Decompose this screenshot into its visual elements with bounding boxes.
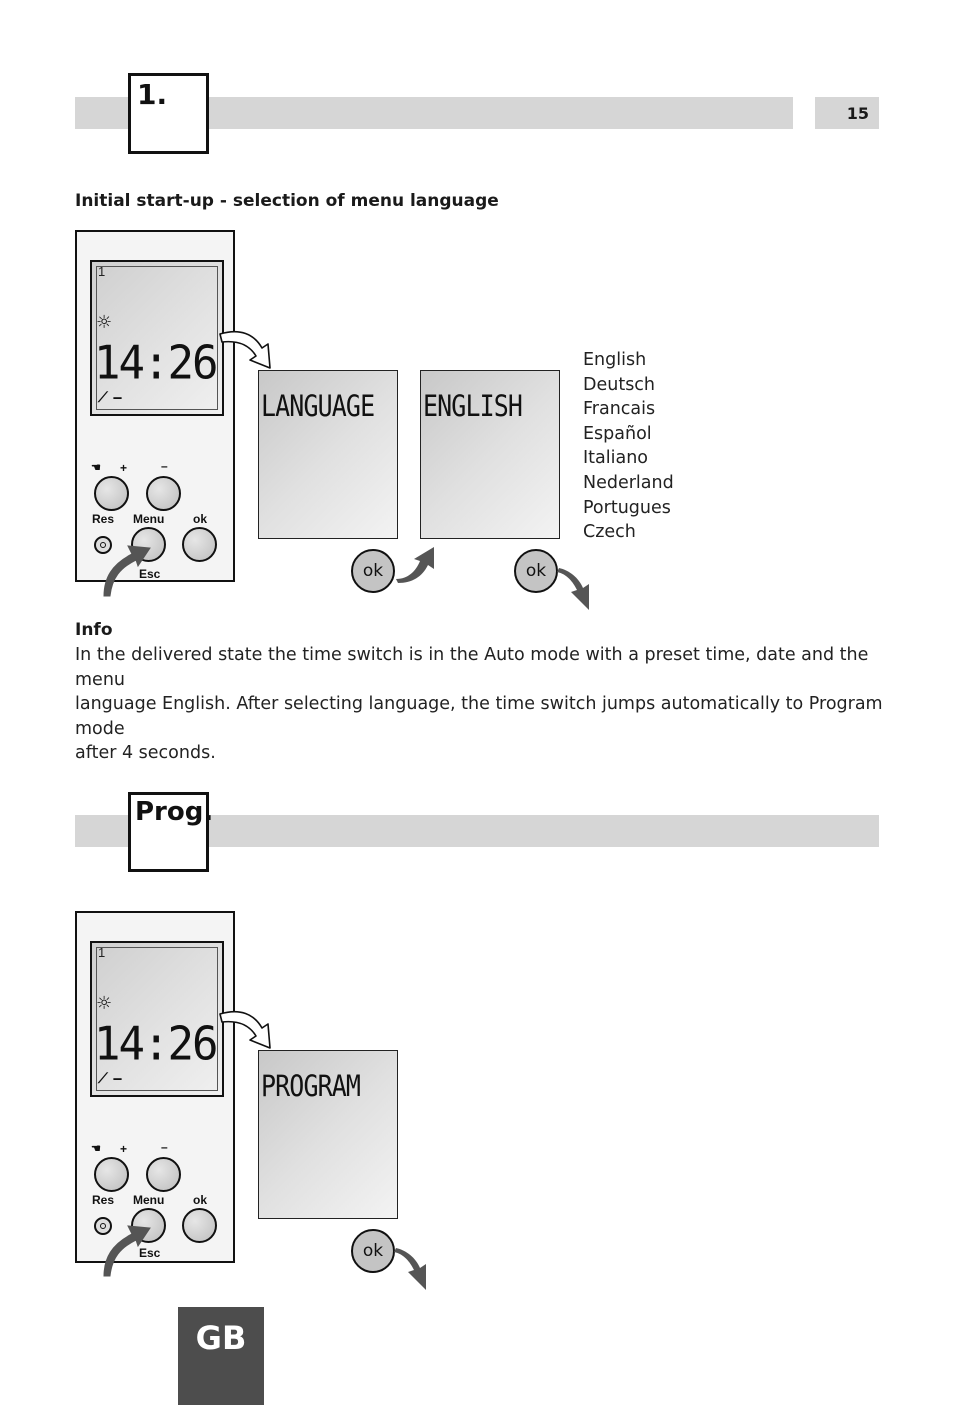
- esc-label: Esc: [139, 567, 161, 581]
- section-2-header-bar: [75, 815, 879, 847]
- menu-label: Menu: [133, 512, 165, 526]
- sun-icon: ☼: [96, 993, 113, 1014]
- language-item: Deutsch: [583, 374, 656, 395]
- language-item: English: [583, 350, 647, 370]
- ok-button-1[interactable]: ok: [351, 549, 395, 593]
- info-heading: Info: [75, 620, 113, 640]
- prog-label: Prog.: [135, 797, 214, 827]
- outline-arrow-icon: [219, 330, 271, 369]
- language-screen-text: LANGUAGE: [261, 389, 375, 423]
- ok-label: ok: [193, 1193, 208, 1207]
- minus-button[interactable]: [146, 476, 181, 511]
- channel-indicator: 1: [98, 264, 106, 279]
- language-item: Francais: [583, 399, 656, 420]
- menu-label: Menu: [133, 1193, 165, 1207]
- press-arrow-icon: [103, 545, 151, 597]
- reset-button[interactable]: [94, 536, 112, 554]
- info-line: language English. After selecting langua…: [75, 694, 883, 739]
- ok-button[interactable]: [182, 527, 217, 562]
- outline-arrow-icon: [219, 1010, 271, 1049]
- language-item: Portugues: [583, 497, 671, 518]
- step-number-box: 1.: [128, 73, 209, 154]
- menu-button[interactable]: [131, 1208, 166, 1243]
- plus-button[interactable]: [94, 1157, 129, 1192]
- device-display: 1 ☼ 14:26 ⟋ ‒: [90, 941, 224, 1097]
- info-line: after 4 seconds.: [75, 743, 216, 763]
- step-number: 1.: [137, 78, 168, 111]
- section-1-heading: Initial start-up - selection of menu lan…: [75, 191, 499, 211]
- press-arrow-icon: [103, 1225, 151, 1277]
- page-number: 15: [815, 97, 879, 129]
- ok-button-3[interactable]: ok: [351, 1229, 395, 1273]
- language-item: Nederland: [583, 472, 674, 493]
- language-screen: LANGUAGE: [258, 370, 398, 539]
- info-text: In the delivered state the time switch i…: [75, 643, 895, 766]
- language-tab: GB: [178, 1307, 264, 1405]
- hand-icon: ☚: [91, 462, 101, 474]
- relay-switch-icon: ⟋ ‒: [98, 390, 123, 406]
- curved-arrow-down-icon: [557, 568, 589, 610]
- reset-button[interactable]: [94, 1217, 112, 1235]
- language-item: Czech: [583, 522, 636, 543]
- sun-icon: ☼: [96, 312, 113, 333]
- english-screen-text: ENGLISH: [423, 389, 523, 423]
- ok-button[interactable]: [182, 1208, 217, 1243]
- hand-icon: ☚: [91, 1143, 101, 1155]
- program-screen: PROGRAM: [258, 1050, 398, 1219]
- curved-arrow-down-icon: [394, 1248, 426, 1290]
- plus-label: +: [120, 461, 128, 475]
- info-line: In the delivered state the time switch i…: [75, 645, 869, 690]
- res-label: Res: [92, 1193, 115, 1207]
- english-screen: ENGLISH: [420, 370, 560, 539]
- channel-indicator: 1: [98, 945, 106, 960]
- time-switch-device: 1 ☼ 14:26 ⟋ ‒ ☚ + – Res Menu ok Esc: [75, 911, 235, 1263]
- prog-box: Prog.: [128, 792, 213, 872]
- language-list: English Deutsch Francais Español Italian…: [583, 348, 674, 545]
- minus-label: –: [161, 1140, 168, 1154]
- minus-button[interactable]: [146, 1157, 181, 1192]
- esc-label: Esc: [139, 1246, 161, 1260]
- res-label: Res: [92, 512, 115, 526]
- time-switch-device: 1 ☼ 14:26 ⟋ ‒ ☚ + – Res Menu ok Esc: [75, 230, 235, 582]
- ok-label: ok: [193, 512, 208, 526]
- display-time: 14:26: [94, 336, 218, 391]
- relay-switch-icon: ⟋ ‒: [98, 1071, 123, 1087]
- plus-button[interactable]: [94, 476, 129, 511]
- display-time: 14:26: [94, 1017, 218, 1072]
- language-item: Italiano: [583, 448, 648, 469]
- device-display: 1 ☼ 14:26 ⟋ ‒: [90, 260, 224, 416]
- plus-label: +: [120, 1142, 128, 1156]
- ok-button-2[interactable]: ok: [514, 549, 558, 593]
- program-screen-text: PROGRAM: [261, 1069, 361, 1103]
- curved-arrow-icon: [396, 547, 434, 583]
- minus-label: –: [161, 459, 168, 473]
- language-item: Español: [583, 423, 652, 444]
